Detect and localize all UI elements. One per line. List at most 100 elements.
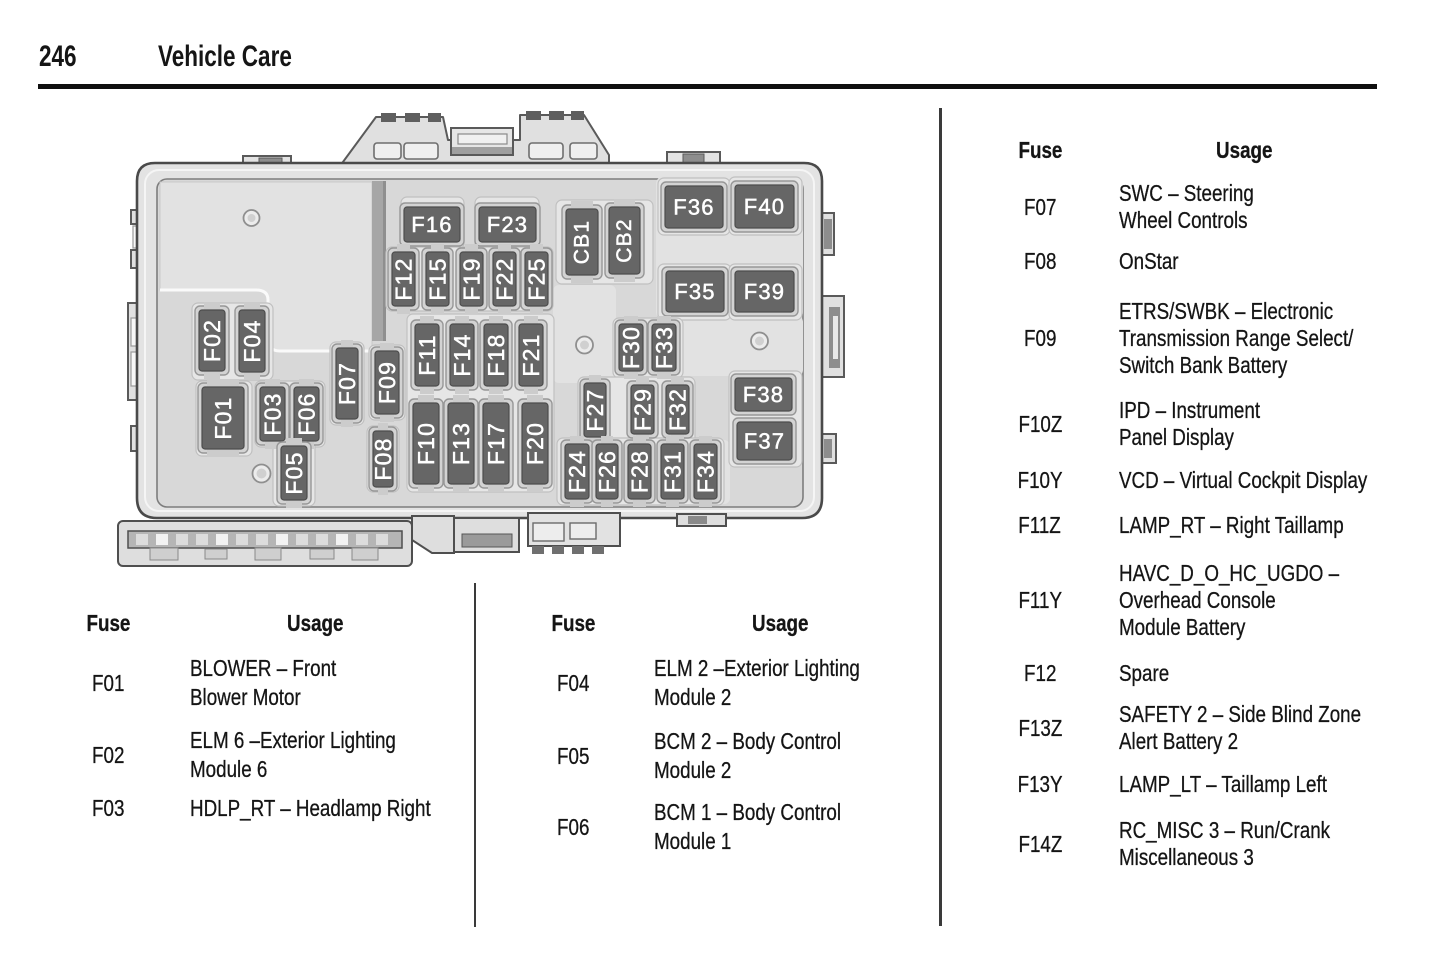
diagram-bottom-connector-g-part-rect-part bbox=[336, 534, 348, 545]
fuse-F09-rect-part bbox=[380, 414, 394, 422]
fuse-usage-div-part: Panel Display bbox=[1119, 424, 1295, 451]
fuse-F06: F06 bbox=[289, 379, 324, 449]
fuse-usage-div-part-span-part: Module 2 bbox=[654, 684, 732, 710]
fuse-F14: F14 bbox=[445, 316, 479, 394]
fuse-F11-rect-part bbox=[420, 386, 434, 394]
fuse-usage-div-part: Module 2 bbox=[654, 756, 888, 785]
diagram-top-housing-g-part-rect-part bbox=[373, 142, 402, 160]
fuse-F01-rect-part bbox=[207, 449, 239, 457]
fuse-code-span-part: F11Z bbox=[1018, 512, 1062, 538]
fuse-F02-rect-part bbox=[204, 371, 220, 379]
fuse-F06-text-part: F06 bbox=[294, 392, 320, 435]
diagram-top-housing-g-part-rect-part bbox=[528, 142, 564, 160]
fuse-code: F09 bbox=[985, 325, 1095, 352]
fuse-F20-rect-part bbox=[521, 402, 549, 485]
fuse-F22-text-part: F22 bbox=[492, 257, 518, 300]
fuse-F07-rect-part bbox=[335, 347, 359, 420]
fuse-CB2-rect-part bbox=[614, 199, 635, 207]
table-row: F10Y VCD – Virtual Cockpit Display bbox=[985, 467, 1429, 494]
fuse-F04-text-part: F04 bbox=[239, 319, 265, 362]
diagram-bottom-connector-rect-part bbox=[569, 522, 597, 540]
fuse-F39-rect-part bbox=[734, 270, 795, 313]
fuse-code: F06 bbox=[525, 813, 621, 841]
fuse-F30-text-part: F30 bbox=[618, 326, 644, 369]
fuse-F29-rect-part bbox=[630, 384, 655, 435]
fuse-F10: F10 bbox=[408, 395, 444, 492]
fuse-F07: F07 bbox=[331, 340, 363, 427]
fuse-code: F13Y bbox=[985, 771, 1095, 798]
fuse-usage-div-part-span-part: BCM 1 – Body Control bbox=[654, 799, 842, 825]
fuse-F32: F32 bbox=[661, 377, 694, 442]
fuse-F28-text-part: F28 bbox=[627, 450, 653, 493]
fuse-F21-rect-part bbox=[518, 323, 544, 387]
fuse-usage-div-part: Transmission Range Select/ bbox=[1119, 325, 1412, 352]
page-number: 246 bbox=[39, 42, 89, 72]
fuse-usage: VCD – Virtual Cockpit Display bbox=[1119, 467, 1429, 494]
fuse-F10-text-part: F10 bbox=[413, 422, 439, 465]
fuse-F38: F38 bbox=[730, 373, 797, 416]
diagram-bottom-connector-g-part-rect-part bbox=[296, 534, 308, 545]
fuse-usage-div-part-span-part: SWC – Steering bbox=[1119, 180, 1254, 206]
fuse-F05-text-part: F05 bbox=[281, 451, 307, 494]
fuse-usage-div-part: Overhead Console bbox=[1119, 587, 1394, 614]
fuse-F31-rect-part bbox=[660, 443, 685, 500]
fuse-code-span-part: F11Y bbox=[1018, 587, 1062, 613]
fuse-usage-div-part-span-part: LAMP_LT – Taillamp Left bbox=[1119, 771, 1327, 797]
fuse-usage-div-part-span-part: ETRS/SWBK – Electronic bbox=[1119, 298, 1334, 324]
fuse-F34-rect-part bbox=[693, 443, 718, 500]
fuse-usage: OnStar bbox=[1119, 248, 1193, 275]
fuse-F38-text-part: F38 bbox=[743, 382, 785, 407]
fuse-F37-rect-part bbox=[736, 421, 793, 461]
table-header-div-part: Usage bbox=[1119, 136, 1369, 165]
fuse-F22-rect-part bbox=[498, 306, 511, 314]
fuse-F36-rect-part bbox=[664, 185, 724, 229]
fuse-F02: F02 bbox=[194, 302, 230, 379]
fuse-F09-rect-part bbox=[374, 350, 400, 415]
fuse-F03-rect-part bbox=[265, 441, 280, 449]
diagram-top-housing-g-part-rect-part bbox=[381, 113, 396, 122]
diagram-bottom-connector-g-part-rect-part bbox=[592, 546, 604, 554]
diagram-bottom-connector-g-part-rect-part bbox=[149, 547, 179, 561]
fuse-code-span-part: F10Z bbox=[1018, 410, 1062, 437]
fuse-F24-text-part: F24 bbox=[564, 450, 590, 493]
fuse-F17-text-part: F17 bbox=[483, 422, 509, 465]
fuse-F22-rect-part bbox=[498, 244, 511, 252]
fuse-usage-div-part: Alert Battery 2 bbox=[1119, 728, 1422, 755]
section-title: Vehicle Care bbox=[158, 42, 336, 72]
diagram-bottom-connector-g-part-rect-part bbox=[532, 546, 544, 554]
fuse-F13-text-part: F13 bbox=[448, 422, 474, 465]
fuse-F19-rect-part bbox=[459, 251, 484, 307]
fuse-code: F10Y bbox=[985, 467, 1095, 494]
fuse-F12-rect-part bbox=[391, 251, 416, 307]
table-header-div-part: Usage bbox=[190, 609, 440, 638]
fuse-F15: F15 bbox=[421, 244, 454, 314]
diagram-bottom-connector-g-part bbox=[149, 547, 379, 561]
fuse-F19: F19 bbox=[455, 244, 488, 314]
fuse-F11-text-part: F11 bbox=[414, 334, 440, 376]
fuse-usage-div-part: ETRS/SWBK – Electronic bbox=[1119, 298, 1412, 325]
diagram-top-housing bbox=[339, 111, 610, 167]
diagram-bottom-connector-g-part-rect-part bbox=[216, 534, 228, 545]
fuse-F10-rect-part bbox=[418, 484, 434, 492]
fuse-usage-div-part-span-part: IPD – Instrument bbox=[1119, 397, 1261, 423]
fuse-F22-rect-part bbox=[492, 251, 517, 307]
fuse-code-span-part: F06 bbox=[556, 813, 590, 840]
fuse-F26-rect-part bbox=[595, 443, 619, 500]
fuse-CB1-rect-part bbox=[571, 201, 593, 209]
fuse-F05-rect-part bbox=[280, 445, 308, 501]
diagram-side-tab-details-rect-part bbox=[824, 439, 832, 458]
fuse-F15-text-part: F15 bbox=[425, 257, 451, 300]
fuse-usage-div-part-span-part: VCD – Virtual Cockpit Display bbox=[1119, 467, 1368, 493]
fuse-F27-text-part: F27 bbox=[582, 388, 608, 431]
